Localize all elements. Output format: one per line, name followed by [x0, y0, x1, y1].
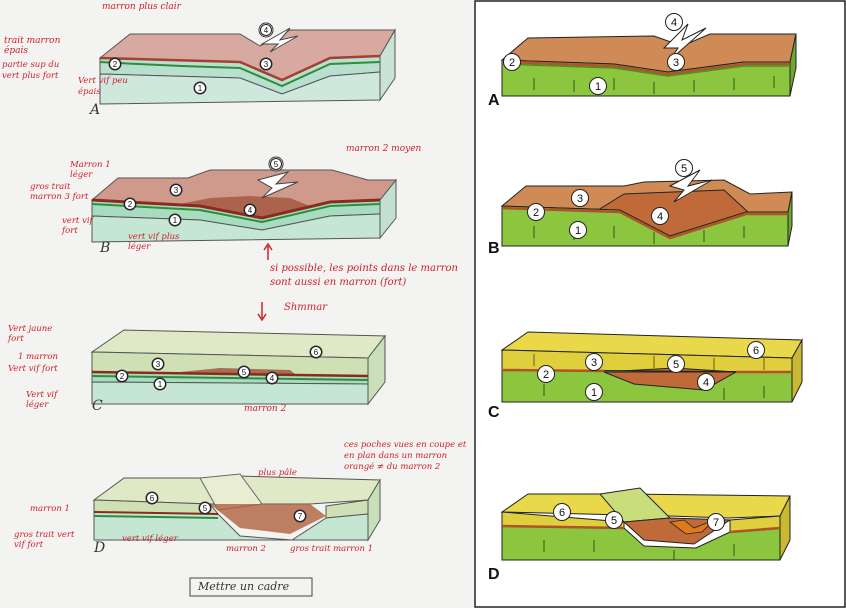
sketch-drawing: [0, 0, 474, 608]
final-block-a: [500, 23, 797, 97]
sketch-panel: marron plus clair trait marron épais par…: [0, 0, 474, 608]
sketch-block-c: [90, 329, 387, 406]
final-drawing: [474, 0, 846, 608]
final-block-d: [500, 487, 791, 561]
final-block-c: [500, 331, 803, 403]
sketch-block-a: [98, 22, 396, 105]
